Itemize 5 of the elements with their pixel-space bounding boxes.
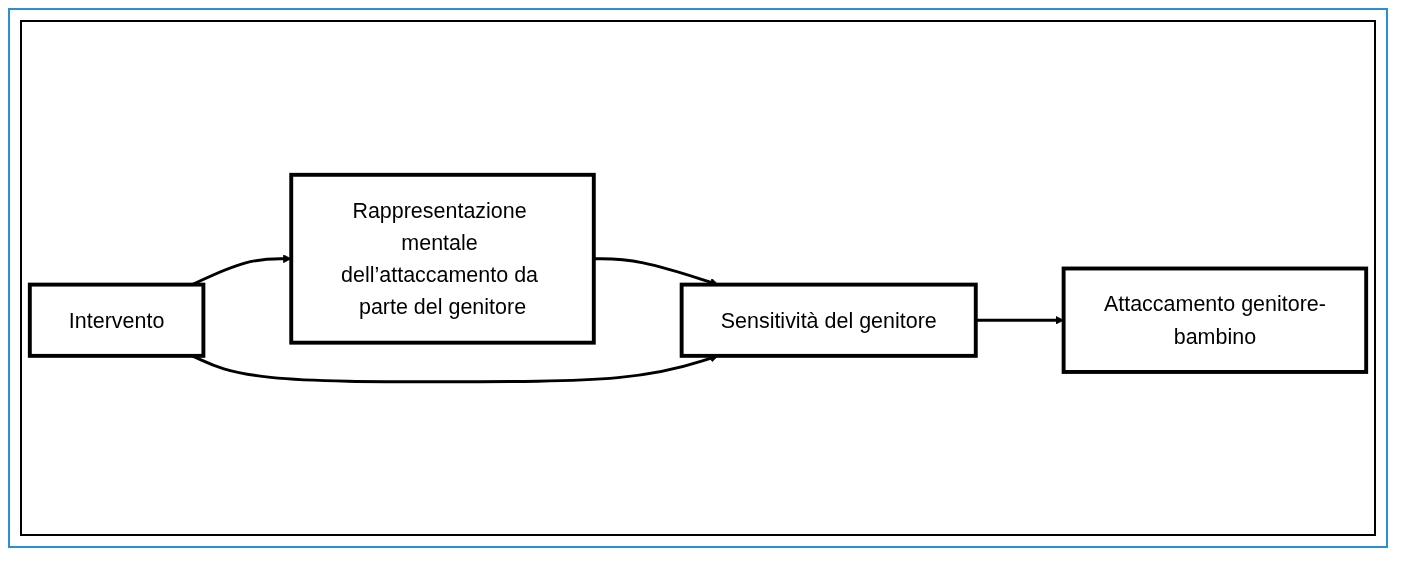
node-box [27, 282, 206, 358]
node-box [1061, 266, 1369, 374]
node-box [679, 282, 978, 358]
inner-frame: Rappresentazione mentale dell’attaccamento da parte del genitore Sensitività del genitore Attaccamento genitore-bambino Intervento [20, 20, 1376, 536]
node-box [289, 172, 596, 345]
